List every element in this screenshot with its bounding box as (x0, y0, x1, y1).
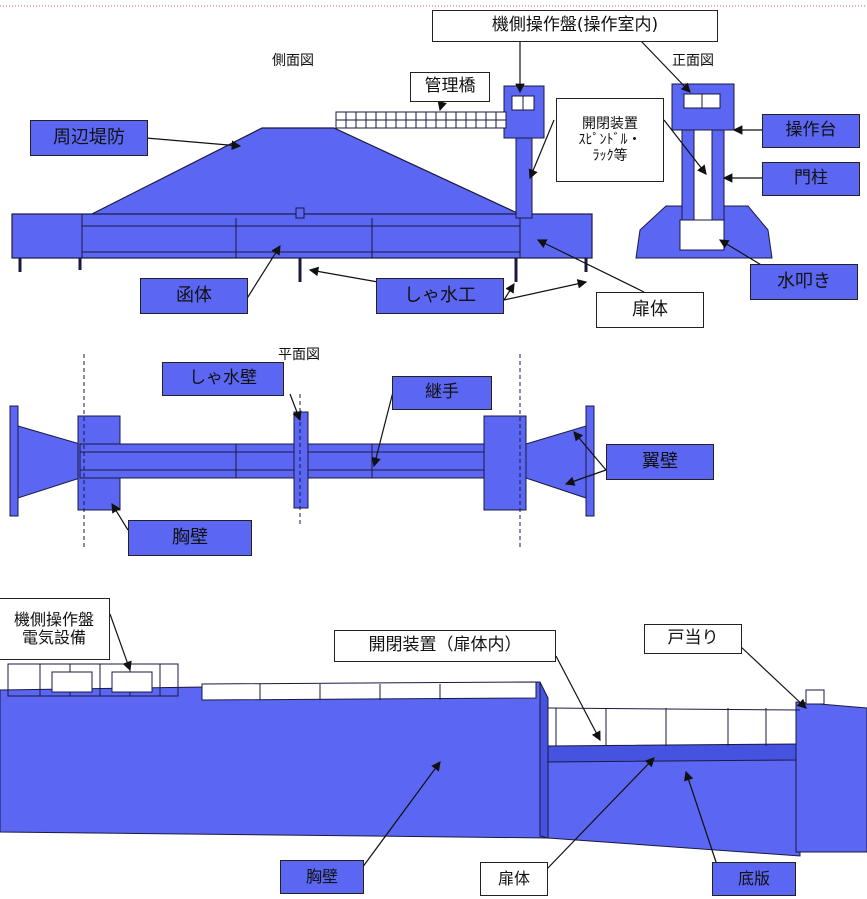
operation-deck-label: 操作台 (762, 114, 860, 148)
management-bridge-drawing (335, 111, 507, 129)
cutoff-wall-label: しゃ水壁 (162, 362, 284, 396)
front-gate-structure (635, 83, 773, 259)
plan-view-caption: 平面図 (278, 347, 320, 363)
wing-wall-label: 翼壁 (606, 444, 714, 480)
side-view-caption: 側面図 (272, 53, 314, 69)
culvert-side (11, 207, 593, 282)
perspective-view (0, 663, 867, 857)
door-stop-label: 戸当り (644, 624, 742, 654)
gate-pillar-label: 門柱 (762, 162, 860, 196)
perimeter-levee-label: 周辺堤防 (30, 120, 148, 156)
side-view (11, 85, 593, 282)
gate-pillar-side (503, 85, 545, 219)
gate-leaf-bottom-label: 扉体 (480, 862, 548, 896)
hoist-device-sub1: ｽﾋﾟﾝﾄﾞﾙ・ (578, 131, 642, 148)
gate-leaf-label: 扉体 (596, 292, 704, 328)
fence-panel (7, 663, 179, 697)
cutoff-work-label: しゃ水工 (376, 278, 504, 314)
joint-label: 継手 (392, 376, 492, 410)
panel-electrical-label: 機側操作盤 電気設備 (0, 598, 110, 660)
management-bridge-label: 管理橋 (410, 72, 490, 102)
panel-electrical-line1: 機側操作盤 (13, 609, 94, 629)
leader-lines (109, 39, 807, 871)
hoist-device-sub2: ﾗｯｸ等 (592, 148, 628, 165)
base-slab-label: 底版 (712, 862, 796, 896)
plan-view (9, 354, 595, 548)
hoist-in-leaf-label: 開閉装置（扉体内） (334, 630, 556, 662)
culvert-body-label: 函体 (140, 278, 248, 314)
hoist-device-title: 開閉装置 (582, 115, 638, 132)
plan-culvert (9, 405, 595, 517)
levee-embankment (83, 127, 529, 219)
top-rail-structure (201, 681, 537, 701)
breast-wall-bottom-label: 胸壁 (280, 860, 364, 894)
operation-panel-room-label: 機側操作盤(操作室内) (432, 10, 718, 42)
panel-electrical-line2: 電気設備 (21, 628, 86, 647)
breast-wall-label: 胸壁 (128, 520, 252, 556)
front-view-caption: 正面図 (672, 53, 714, 69)
gate-leaf-panels (547, 707, 801, 746)
hoist-device-label: 開閉装置 ｽﾋﾟﾝﾄﾞﾙ・ ﾗｯｸ等 (556, 98, 664, 182)
apron-label: 水叩き (750, 264, 858, 300)
front-view (635, 83, 773, 259)
